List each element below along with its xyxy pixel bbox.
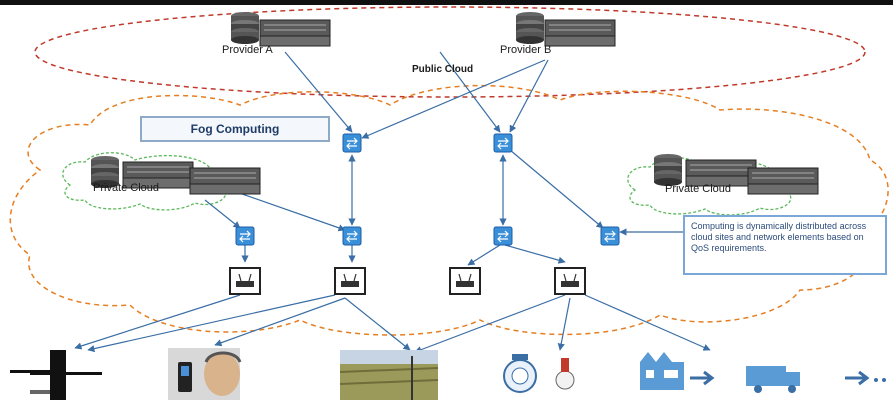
gateway-icon <box>229 267 261 295</box>
header-rule <box>0 0 893 5</box>
router-icon <box>493 226 513 246</box>
provider-b-rack-icon <box>544 19 616 47</box>
gateway-icon <box>449 267 481 295</box>
provider-b-label: Provider B <box>500 44 551 56</box>
provider-a <box>231 12 331 47</box>
provider-a-label: Provider A <box>222 44 273 56</box>
agriculture-field-icon <box>339 350 439 400</box>
provider-b <box>516 12 616 47</box>
public-cloud-label: Public Cloud <box>412 64 473 75</box>
private-right-server-icon <box>654 154 682 186</box>
provider-a-server-icon <box>231 12 259 44</box>
private-cloud-right-label: Private Cloud <box>665 183 731 195</box>
qos-note: Computing is dynamically distributed acr… <box>683 215 887 275</box>
provider-b-server-icon <box>516 12 544 44</box>
connections <box>74 51 711 354</box>
provider-a-rack-icon <box>259 19 331 47</box>
router-icon <box>600 226 620 246</box>
gateway-icon <box>554 267 586 295</box>
smart-meter-icon <box>503 354 575 393</box>
gateway-icon <box>334 267 366 295</box>
wearable-sensor-icon <box>168 348 242 400</box>
private-cloud-left-label: Private Cloud <box>93 182 159 194</box>
private-left-rack2-icon <box>189 167 261 195</box>
fog-computing-title: Fog Computing <box>190 122 280 136</box>
factory-logistics-icon <box>640 352 886 393</box>
router-icon <box>493 133 513 153</box>
public-cloud-boundary <box>34 6 866 98</box>
router-icon <box>342 133 362 153</box>
router-icon <box>342 226 362 246</box>
fog-computing-label-box: Fog Computing <box>140 116 330 142</box>
router-icon <box>235 226 255 246</box>
smart-grid-icon <box>10 350 102 400</box>
private-right-rack2-icon <box>747 167 819 195</box>
